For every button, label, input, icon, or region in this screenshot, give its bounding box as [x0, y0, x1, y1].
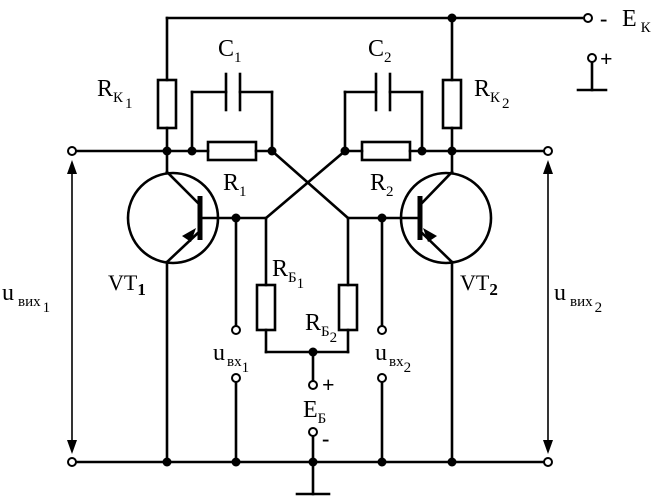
transistor-vt1 — [126, 170, 220, 265]
terminals — [67, 13, 597, 467]
resistor-rb1 — [255, 283, 277, 332]
base-supply-plus: + — [322, 372, 335, 397]
resistor-rb2 — [337, 283, 359, 332]
capacitor-c2 — [374, 72, 392, 112]
rb1-label: RБ1 — [272, 256, 304, 292]
capacitor-c1 — [224, 72, 242, 112]
r1-label: R1 — [223, 170, 247, 200]
c1-label: C1 — [218, 36, 242, 66]
transistor-vt2 — [399, 170, 493, 265]
rb2-label: RБ2 — [305, 310, 337, 346]
junction-dots — [162, 13, 457, 467]
r2-label: R2 — [370, 170, 394, 200]
wiring — [70, 16, 608, 496]
output-arrow-left — [67, 160, 77, 454]
base-supply-label: EБ — [303, 397, 326, 427]
supply-minus-sign: - — [600, 6, 607, 31]
output-arrow-right — [543, 160, 553, 454]
resistor-r1 — [206, 140, 258, 162]
vt2-label: VT2 — [460, 270, 498, 299]
supply-plus-sign: + — [600, 46, 613, 71]
resistor-rk1 — [156, 78, 178, 130]
c2-label: C2 — [368, 36, 392, 66]
base-supply-minus: - — [322, 426, 329, 451]
vt1-label: VT1 — [108, 270, 146, 299]
resistor-r2 — [360, 140, 412, 162]
resistor-rk2 — [441, 78, 463, 130]
